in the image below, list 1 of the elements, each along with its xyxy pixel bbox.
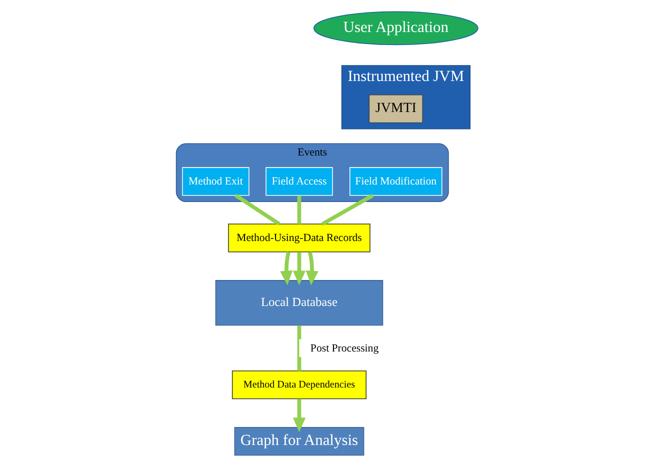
edge-label: Post Processing <box>310 342 378 354</box>
